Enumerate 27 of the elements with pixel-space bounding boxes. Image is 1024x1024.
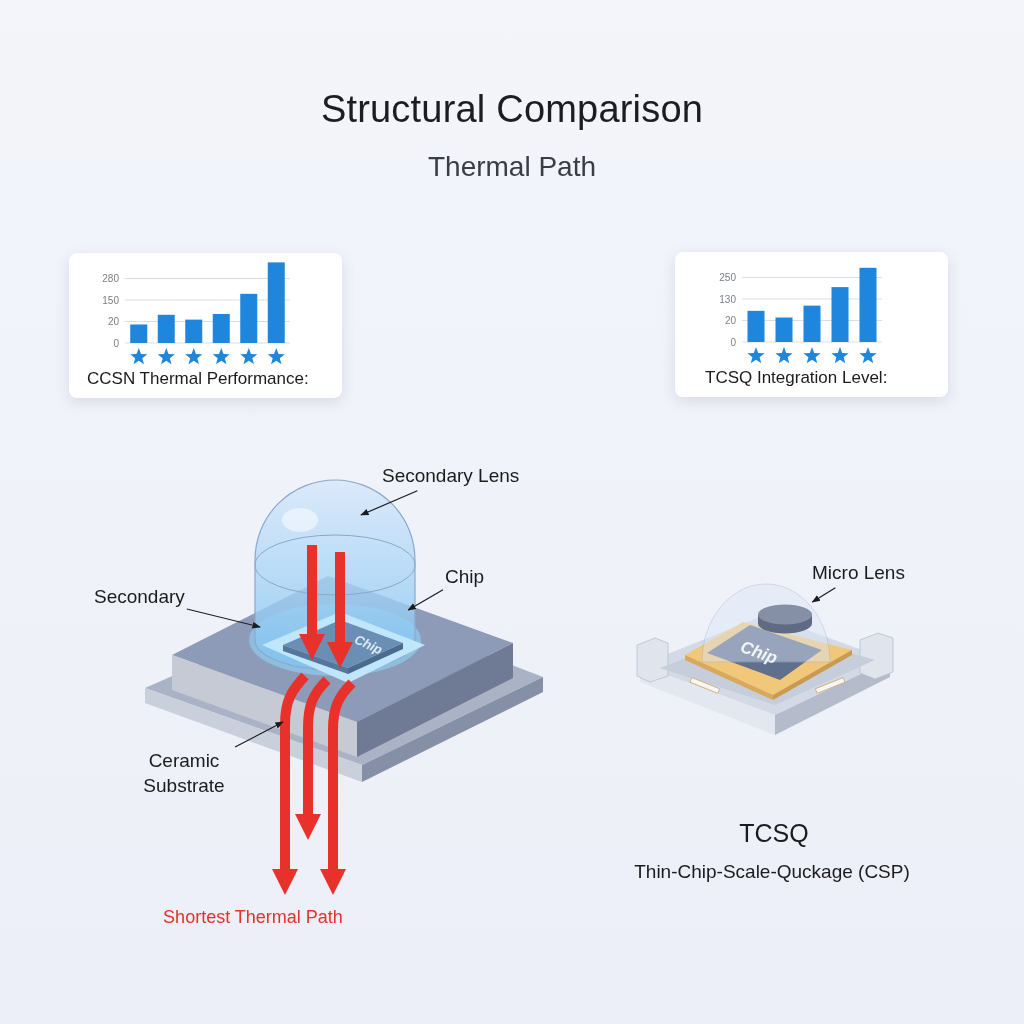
chart-title: TCSQ Integration Level: — [705, 368, 888, 388]
cylinder-lens — [757, 604, 813, 634]
tick-label: 150 — [102, 294, 119, 306]
subtitle: Thermal Path — [427, 150, 597, 184]
text-label: Shortest Thermal Path — [163, 907, 343, 929]
chip-marking: Chip — [738, 638, 780, 667]
tick-label: 20 — [107, 316, 119, 327]
part-label: Secondary — [94, 585, 185, 610]
part-label: Secondary Lens — [382, 464, 520, 489]
tick-label: 130 — [719, 293, 736, 305]
leader-line — [811, 587, 836, 603]
leader-line — [234, 721, 284, 748]
leader-line — [186, 608, 261, 629]
leader-line — [360, 490, 418, 516]
tick-label: 0 — [730, 336, 736, 348]
tick-label: 20 — [724, 315, 736, 326]
text-label: Thin-Chip-Scale-Quckage (CSP) — [634, 861, 910, 884]
tick-label: 0 — [113, 337, 119, 349]
leader-line — [407, 589, 444, 611]
part-label: Ceramic Substrate — [128, 749, 240, 799]
part-label: Micro Lens — [812, 561, 905, 586]
tick-label: 250 — [719, 272, 736, 283]
chart-title: CCSN Thermal Performance: — [87, 369, 309, 389]
title: Structural Comparison — [320, 88, 704, 131]
part-label: Chip — [445, 565, 485, 590]
text-label: TCSQ — [739, 818, 809, 848]
tick-label: 280 — [102, 273, 119, 284]
